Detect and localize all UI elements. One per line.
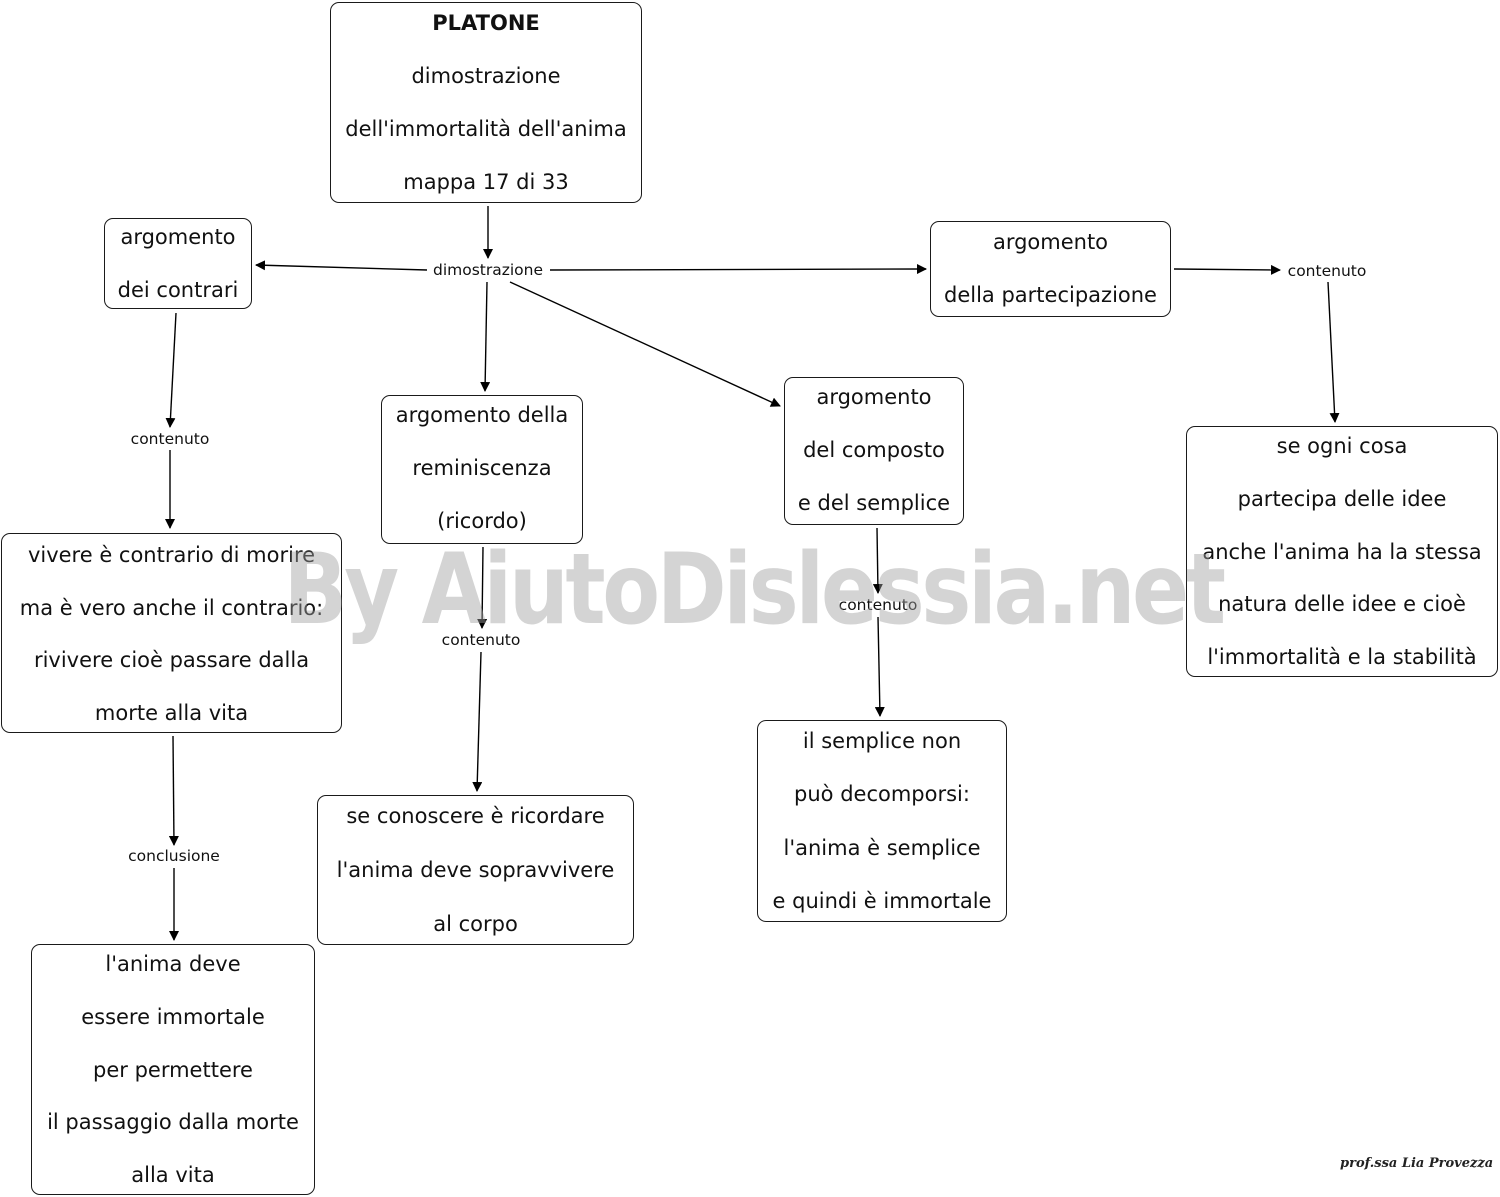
edge-contenuto-composto-content — [874, 616, 885, 717]
edge-partecipazione-contenuto — [1173, 264, 1281, 275]
node-line: l'anima è semplice — [783, 835, 981, 860]
node-line: argomento — [816, 385, 932, 409]
node-line: del composto — [803, 438, 945, 462]
edge-contrari-content-conclusione — [168, 735, 179, 846]
node-line: e quindi è immortale — [772, 888, 992, 913]
node-line: reminiscenza — [412, 456, 552, 480]
node-line: essere immortale — [81, 1004, 265, 1029]
signature: prof.ssa Lia Provezza — [1340, 1156, 1494, 1171]
node-reminiscenza-content: se conoscere è ricordare l'anima deve so… — [317, 795, 634, 945]
connector-label-contenuto: contenuto — [127, 430, 213, 448]
connector-label-contenuto: contenuto — [835, 596, 921, 614]
node-argomento-reminiscenza: argomento della reminiscenza (ricordo) — [381, 395, 583, 544]
node-argomento-composto: argomento del composto e del semplice — [784, 377, 964, 525]
edge-dimostrazione-reminiscenza — [480, 281, 491, 392]
node-contrari-content: vivere è contrario di morire ma è vero a… — [1, 533, 342, 733]
node-line: rivivere cioè passare dalla — [33, 648, 310, 673]
node-line: natura delle idee e cioè — [1218, 592, 1466, 617]
node-argomento-contrari: argomento dei contrari — [104, 218, 252, 309]
node-line: alla vita — [131, 1163, 215, 1187]
edge-contenuto-reminiscenza-content — [472, 651, 483, 792]
node-contrari-conclusion: l'anima deve essere immortale per permet… — [31, 944, 315, 1195]
node-line: argomento della — [395, 403, 569, 427]
edge-composto-contenuto — [872, 527, 883, 594]
node-line: (ricordo) — [437, 509, 527, 533]
node-line: ma è vero anche il contrario: — [19, 595, 324, 620]
node-line: l'anima deve sopravvivere — [336, 858, 615, 882]
node-line: se ogni cosa — [1276, 434, 1408, 458]
connector-label-dimostrazione: dimostrazione — [429, 261, 547, 279]
node-line: l'immortalità e la stabilità — [1207, 645, 1477, 669]
title-heading: PLATONE — [432, 11, 540, 35]
edge-contenuto-partecipazione-content — [1327, 281, 1340, 423]
edge-dimostrazione-contrari — [255, 260, 428, 271]
edge-contrari-contenuto — [165, 312, 177, 428]
edge-reminiscenza-contenuto — [477, 546, 488, 629]
node-line: morte alla vita — [94, 700, 249, 725]
edge-dimostrazione-composto — [509, 281, 781, 407]
node-line: argomento — [992, 230, 1109, 254]
node-line: partecipa delle idee — [1237, 486, 1447, 511]
node-partecipazione-content: se ogni cosa partecipa delle idee anche … — [1186, 426, 1498, 677]
title-line: dimostrazione — [411, 64, 561, 88]
edge-dimostrazione-partecipazione — [549, 264, 927, 275]
node-line: se conoscere è ricordare — [346, 804, 605, 828]
node-line: può decomporsi: — [794, 782, 970, 807]
node-line: e del semplice — [797, 491, 951, 515]
node-composto-content: il semplice non può decomporsi: l'anima … — [757, 720, 1007, 922]
node-line: vivere è contrario di morire — [27, 543, 316, 567]
node-line: per permettere — [93, 1057, 253, 1082]
connector-label-conclusione: conclusione — [125, 847, 223, 865]
node-title: PLATONE dimostrazione dell'immortalità d… — [330, 2, 642, 203]
connector-label-contenuto: contenuto — [1284, 262, 1370, 280]
node-argomento-partecipazione: argomento della partecipazione — [930, 221, 1171, 317]
title-line: mappa 17 di 33 — [403, 170, 569, 194]
node-line: al corpo — [433, 912, 518, 936]
node-line: anche l'anima ha la stessa — [1202, 539, 1482, 564]
node-line: l'anima deve — [105, 952, 241, 976]
node-line: il semplice non — [802, 729, 962, 753]
node-line: argomento — [120, 225, 236, 249]
title-line: dell'immortalità dell'anima — [345, 117, 627, 141]
node-line: della partecipazione — [944, 283, 1157, 307]
connector-label-contenuto: contenuto — [438, 631, 524, 649]
node-line: dei contrari — [117, 278, 239, 302]
node-line: il passaggio dalla morte — [47, 1110, 299, 1135]
